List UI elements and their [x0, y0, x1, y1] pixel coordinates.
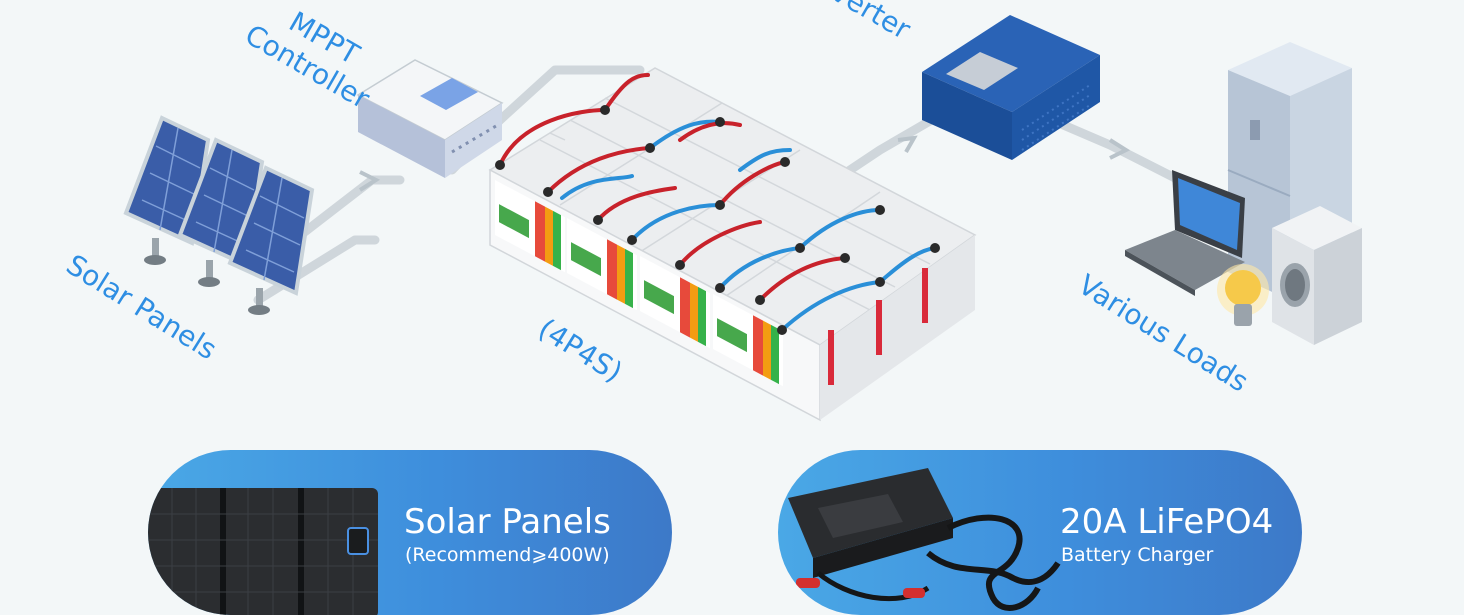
light-bulb [1217, 264, 1269, 326]
charger-card-subtitle: Battery Charger [1061, 544, 1214, 566]
solar-panel-array [123, 115, 315, 315]
system-diagram [123, 15, 1362, 422]
battery-charger-image [788, 468, 1061, 611]
washing-machine [1272, 206, 1362, 345]
charger-card-title: 20A LiFePO4 [1060, 502, 1274, 542]
solar-panels-card: Solar Panels (Recommend⩾400W) [148, 450, 672, 615]
solar-panels-card-subtitle: (Recommend⩾400W) [405, 544, 610, 566]
inverter [922, 15, 1100, 160]
battery-charger-card: 20A LiFePO4 Battery Charger [778, 450, 1302, 615]
laptop [1125, 170, 1245, 296]
mppt-controller [356, 59, 504, 178]
solar-panels-card-title: Solar Panels [404, 502, 611, 542]
battery-bank [488, 67, 977, 422]
foldable-solar-panel-image [148, 488, 378, 615]
flow-arrows [358, 135, 1131, 192]
